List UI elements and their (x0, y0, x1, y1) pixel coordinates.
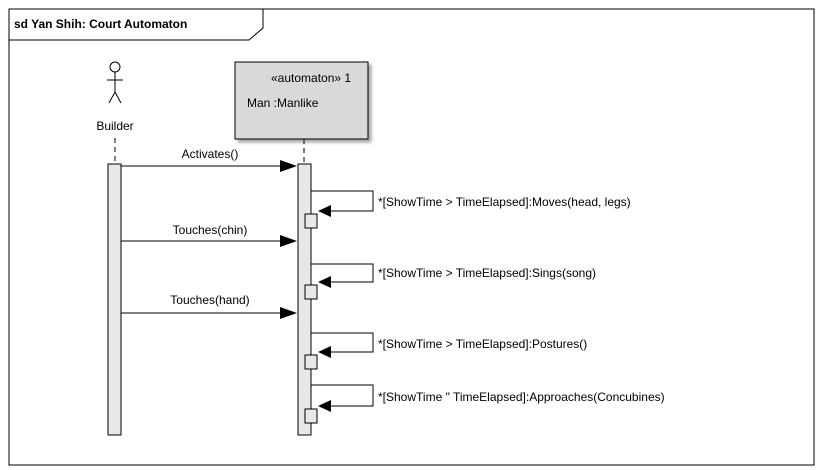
message-touches-hand: Touches(hand) (121, 293, 297, 319)
message-touches-chin: Touches(chin) (121, 223, 297, 247)
frame-title: sd Yan Shih: Court Automaton (14, 17, 187, 31)
message-arrowhead (280, 307, 297, 319)
self-message-line (311, 263, 374, 283)
self-message-label: *[ShowTime > TimeElapsed]:Moves(head, le… (378, 195, 631, 209)
nested-activation (304, 284, 318, 300)
self-message-label: *[ShowTime " TimeElapsed]:Approaches(Con… (378, 390, 665, 404)
self-message-label: *[ShowTime > TimeElapsed]:Postures() (378, 337, 587, 351)
self-message-label: *[ShowTime > TimeElapsed]:Sings(song) (378, 266, 596, 280)
message-arrowhead (280, 235, 297, 247)
object-stereotype: «automaton» 1 (271, 71, 351, 85)
actor-builder[interactable]: Builder (96, 61, 134, 133)
diagram-frame (8, 8, 815, 466)
nested-activation (304, 213, 318, 229)
object-label: Man :Manlike (247, 96, 319, 110)
nested-activation (304, 408, 318, 424)
self-message-arrowhead (318, 346, 331, 358)
object-automaton[interactable] (234, 61, 369, 140)
self-message-sings: *[ShowTime > TimeElapsed]:Sings(song) (304, 263, 596, 300)
message-label: Touches(chin) (173, 223, 248, 237)
actor-head (109, 61, 121, 73)
self-message-arrowhead (318, 400, 331, 412)
self-message-arrowhead (318, 205, 331, 217)
self-message-line (311, 332, 374, 353)
message-label: Touches(hand) (170, 293, 249, 307)
self-message-moves: *[ShowTime > TimeElapsed]:Moves(head, le… (304, 190, 631, 229)
self-message-line (311, 384, 374, 407)
self-message-approaches: *[ShowTime " TimeElapsed]:Approaches(Con… (304, 384, 665, 424)
message-arrowhead (280, 160, 297, 172)
actor-left-leg (108, 91, 116, 104)
activation-builder (107, 163, 122, 436)
self-message-arrowhead (318, 276, 331, 288)
message-activates: Activates() (121, 147, 297, 172)
nested-activation (304, 354, 318, 370)
self-message-postures: *[ShowTime > TimeElapsed]:Postures() (304, 332, 587, 370)
actor-right-leg (114, 91, 122, 104)
self-message-line (311, 190, 374, 212)
frame-title-tab (8, 8, 264, 41)
message-label: Activates() (182, 147, 239, 161)
actor-label: Builder (96, 119, 133, 133)
